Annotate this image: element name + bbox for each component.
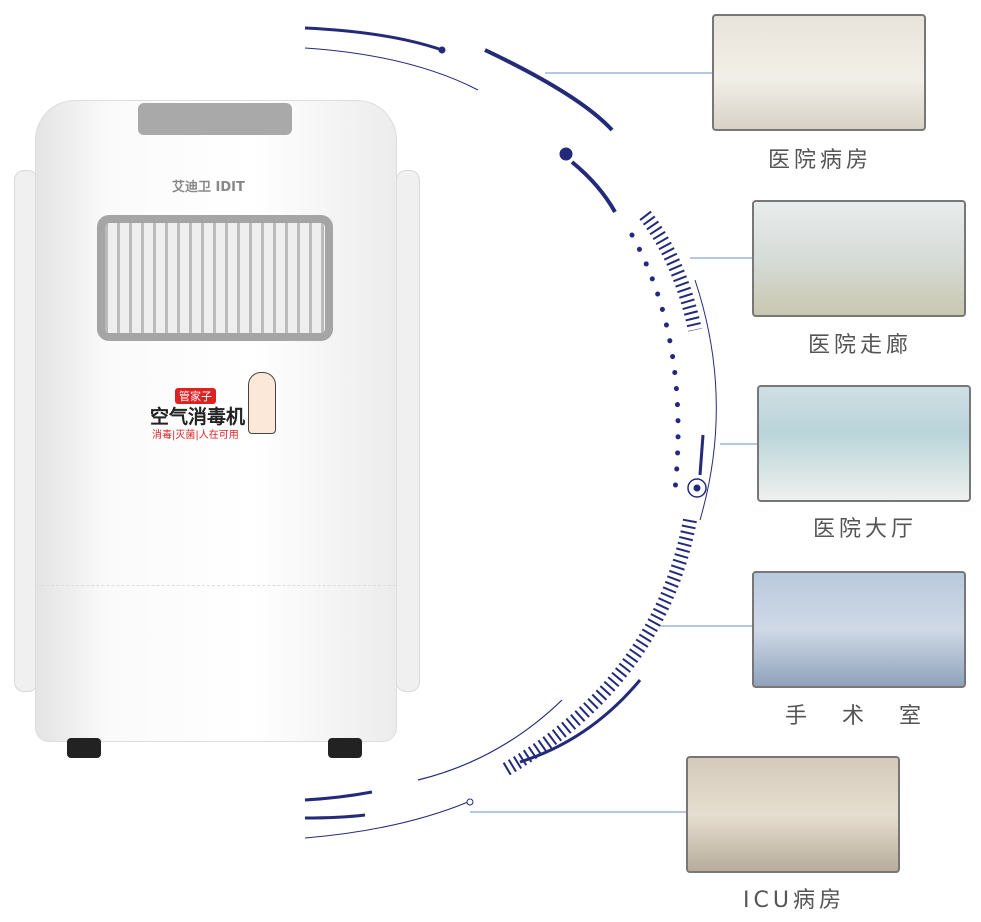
arc-top-thin [304,47,479,91]
arc-seg-3 [570,160,617,213]
arc-bottom-thin [417,699,563,781]
product-slogan: 消毒|灭菌|人在可用 [152,430,239,441]
scene-photo-lobby [757,385,971,502]
scene-caption: 医院病房 [767,148,872,173]
scene-photo-corridor [752,200,966,317]
panel-seam [36,585,396,586]
arc-dashed-lower [501,518,697,777]
scene-caption: 手 术 室 [785,704,935,729]
air-sterilizer-machine [35,100,397,742]
air-vent-grille [97,215,333,341]
target-circle-icon [687,478,707,498]
arc-dot [438,46,446,54]
arc-dots [629,232,681,493]
scene-caption: 医院大厅 [812,517,917,542]
scene-photo-ward [712,14,926,131]
product-tag: 管家子 [175,388,216,404]
wheel-left [67,738,101,758]
nurse-mascot-icon [248,372,276,434]
arc-top-1 [304,26,443,52]
arc-dot-large [559,147,573,161]
product-name: 空气消毒机 [150,406,246,428]
brand-logo: 艾迪卫 IDIT [172,180,245,195]
machine-top-grip [138,103,292,135]
arc-dashed [639,210,702,332]
wheel-right [328,738,362,758]
scene-photo-operating-room [752,571,966,688]
scene-caption: 医院走廊 [807,333,912,358]
arc-top-2 [484,48,614,132]
scene-caption: ICU病房 [743,888,845,913]
machine-side-handle-left [14,170,38,692]
arc-thin-right [694,279,717,521]
scene-photo-icu [686,756,900,873]
